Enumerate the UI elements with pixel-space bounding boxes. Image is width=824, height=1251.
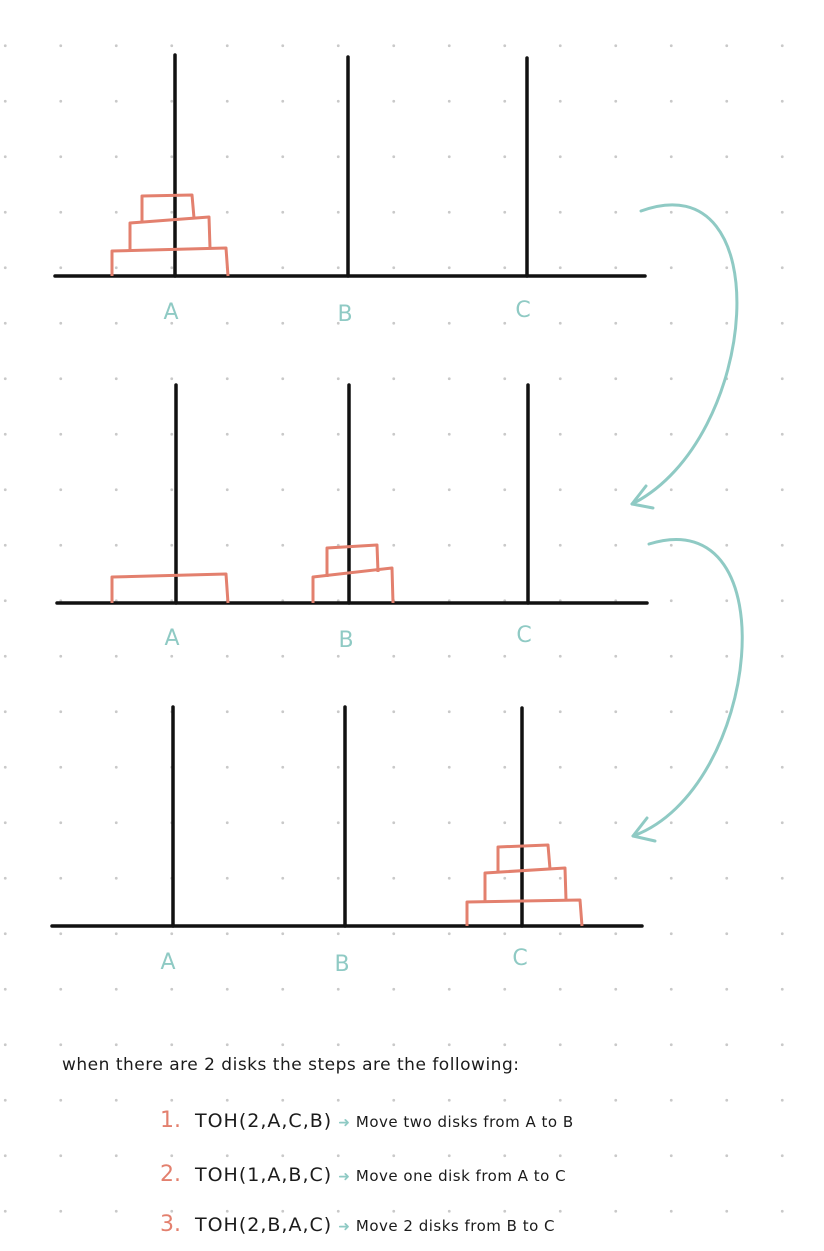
step-1-description: Move two disks from A to B — [355, 1113, 574, 1131]
stage-3-label-b: B — [334, 952, 350, 977]
stage-2-label-c: C — [516, 623, 532, 648]
step-1: 1. TOH(2,A,C,B) ➜ Move two disks from A to … — [160, 1108, 574, 1133]
stage-3 — [50, 705, 644, 928]
stage-1-large-disk — [110, 246, 230, 277]
transition-arrow-1-head — [630, 484, 655, 510]
stage-2-label-a: A — [164, 626, 180, 651]
step-2-number: 2. — [160, 1162, 181, 1187]
stage-2-small-disk — [325, 543, 380, 577]
stage-3-label-a: A — [160, 950, 176, 975]
stage-3-small-disk — [496, 843, 552, 872]
step-3-number: 3. — [160, 1212, 181, 1237]
stage-1-medium-disk — [128, 215, 212, 250]
stage-2-label-b: B — [338, 628, 354, 653]
stage-2-medium-disk — [311, 566, 395, 604]
stage-3-label-c: C — [512, 946, 528, 971]
stage-1-label-b: B — [337, 302, 353, 327]
stage-1-label-a: A — [163, 300, 179, 325]
transition-arrow-2-head — [631, 816, 657, 843]
step-3-arrow-icon: ➜ — [338, 1219, 350, 1235]
step-2: 2. TOH(1,A,B,C) ➜ Move one disk from A to C — [160, 1162, 566, 1187]
transition-arrow-2 — [631, 538, 744, 838]
step-1-arrow-icon: ➜ — [338, 1115, 350, 1131]
stage-1 — [53, 53, 647, 278]
stage-2 — [55, 383, 649, 605]
stage-3-large-disk — [465, 898, 584, 927]
step-1-call: TOH(2,A,C,B) — [195, 1110, 333, 1132]
step-2-description: Move one disk from A to C — [355, 1167, 567, 1185]
step-2-arrow-icon: ➜ — [338, 1169, 350, 1185]
stage-2-large-disk — [110, 572, 230, 604]
step-3: 3. TOH(2,B,A,C) ➜ Move 2 disks from B to C — [160, 1212, 555, 1237]
step-3-call: TOH(2,B,A,C) — [195, 1214, 333, 1236]
step-3-description: Move 2 disks from B to C — [355, 1217, 556, 1235]
stage-1-small-disk — [140, 193, 196, 222]
step-1-number: 1. — [160, 1108, 181, 1133]
steps-intro: when there are 2 disks the steps are the… — [62, 1055, 520, 1075]
transition-arrow-1 — [630, 203, 739, 506]
step-2-call: TOH(1,A,B,C) — [195, 1164, 333, 1186]
stage-3-medium-disk — [483, 866, 568, 901]
stage-1-label-c: C — [515, 298, 531, 323]
